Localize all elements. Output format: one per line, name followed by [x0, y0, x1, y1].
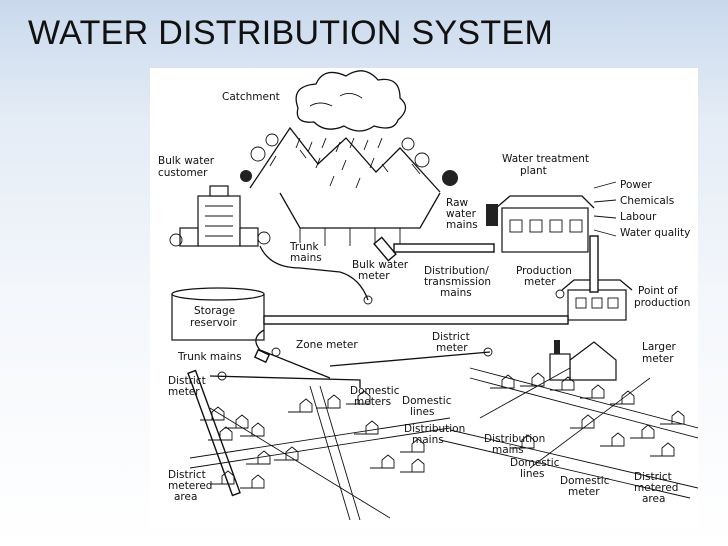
houses-left-district — [200, 390, 425, 489]
label-power: Power — [620, 179, 652, 191]
label-production-meter: meter — [524, 276, 556, 288]
label-labour: Labour — [620, 211, 657, 223]
label-domestic-lines: lines — [410, 406, 434, 418]
storage-reservoir-tank — [171, 287, 265, 341]
label-raw-water-mains: Raw — [446, 197, 468, 209]
slide-title: WATER DISTRIBUTION SYSTEM — [28, 14, 554, 52]
label-trunk-mains: Trunk — [289, 241, 319, 253]
label-distribution-transmission-mains: transmission — [424, 276, 491, 288]
label-district-metered-area-left: area — [174, 491, 197, 503]
label-district-metered-area-left: metered — [168, 480, 212, 492]
label-domestic-meters: meters — [354, 396, 391, 408]
label-water-treatment-plant: Water treatment — [502, 153, 589, 165]
diagram-illustration: Catchment Bulk water customer Water trea… — [158, 70, 698, 521]
label-raw-water-mains: mains — [446, 219, 478, 231]
label-distribution-transmission-mains: mains — [440, 287, 472, 299]
label-domestic-lines-right: Domestic — [510, 457, 560, 469]
label-domestic-lines-right: lines — [520, 468, 544, 480]
label-trunk-mains: mains — [290, 252, 322, 264]
label-bulk-water-customer: Bulk water — [158, 155, 215, 167]
label-trunk-mains-left: Trunk mains — [177, 351, 242, 363]
label-domestic-meter-right: Domestic — [560, 475, 610, 487]
label-distribution-mains: mains — [412, 434, 444, 446]
water-distribution-diagram: Catchment Bulk water customer Water trea… — [150, 68, 698, 528]
catchment-illustration — [240, 70, 458, 246]
label-chemicals: Chemicals — [620, 195, 674, 207]
label-domestic-lines: Domestic — [402, 395, 452, 407]
label-storage-reservoir: reservoir — [190, 317, 237, 329]
label-district-meter-left: District — [168, 375, 206, 387]
label-distribution-mains-right: mains — [492, 444, 524, 456]
larger-meter-building — [549, 340, 617, 381]
houses-right-district — [490, 372, 685, 457]
label-bulk-water-customer: customer — [158, 167, 208, 179]
label-point-of-production: Point of — [638, 285, 678, 297]
label-domestic-meters: Domestic — [350, 385, 400, 397]
label-bulk-water-meter: Bulk water — [352, 259, 409, 271]
label-district-meter: meter — [436, 342, 468, 354]
label-bulk-water-meter: meter — [358, 270, 390, 282]
label-larger-meter: meter — [642, 353, 674, 365]
bulk-water-customer-building — [169, 185, 271, 247]
label-zone-meter: Zone meter — [296, 339, 358, 351]
label-distribution-transmission-mains: Distribution/ — [424, 265, 489, 277]
diagram-labels: Catchment Bulk water customer Water trea… — [158, 91, 690, 505]
label-distribution-mains: Distribution — [404, 423, 465, 435]
water-treatment-plant-building — [486, 181, 617, 253]
label-water-quality: Water quality — [620, 227, 690, 239]
label-water-treatment-plant: plant — [520, 165, 547, 177]
label-district-meter-left: meter — [168, 386, 200, 398]
label-storage-reservoir: Storage — [194, 305, 235, 317]
label-point-of-production: production — [634, 297, 690, 309]
label-district-metered-area-right: area — [642, 493, 665, 505]
label-district-metered-area-left: District — [168, 469, 206, 481]
label-district-meter: District — [432, 331, 470, 343]
label-catchment: Catchment — [222, 91, 280, 103]
label-raw-water-mains: water — [446, 208, 477, 220]
label-larger-meter: Larger — [642, 341, 677, 353]
label-district-metered-area-right: metered — [634, 482, 678, 494]
label-domestic-meter-right: meter — [568, 486, 600, 498]
pipe-network — [187, 235, 698, 521]
point-of-production-building — [561, 279, 633, 321]
label-production-meter: Production — [516, 265, 572, 277]
label-distribution-mains-right: Distribution — [484, 433, 545, 445]
label-district-metered-area-right: District — [634, 471, 672, 483]
